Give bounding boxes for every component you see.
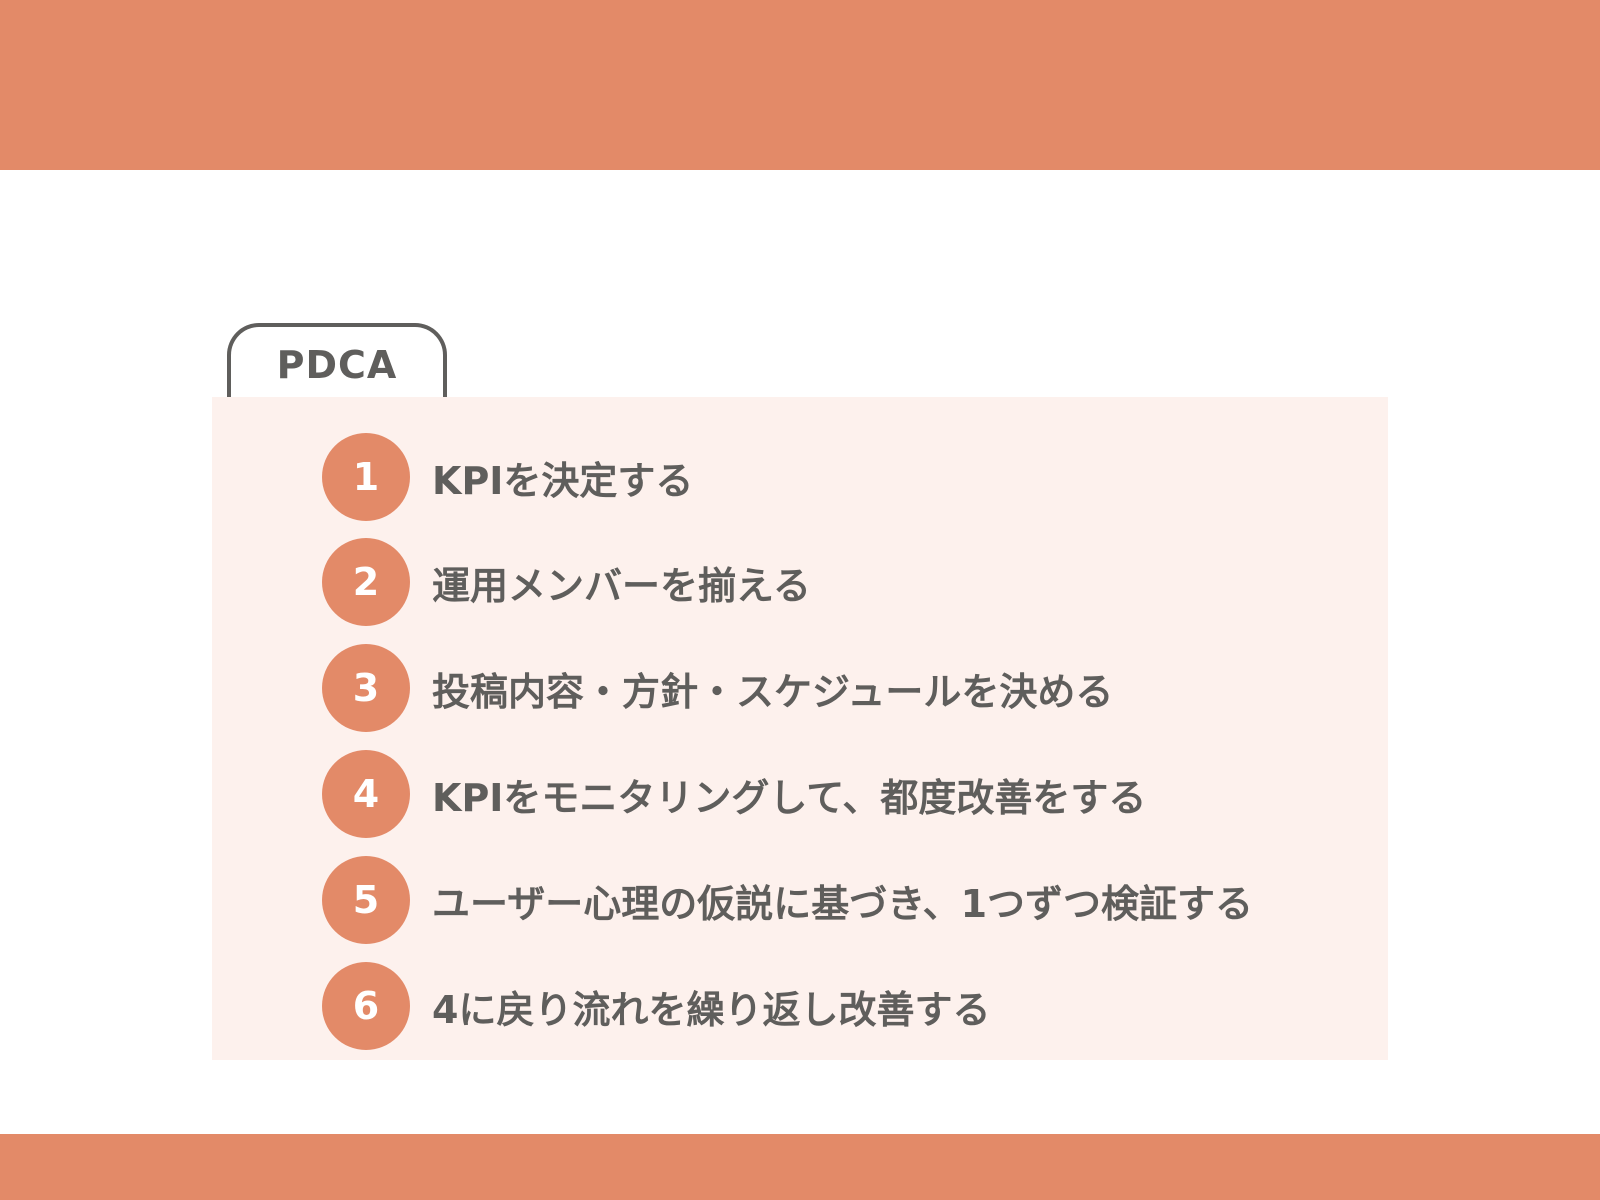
step-number: 3 <box>352 666 380 710</box>
step-number-badge: 1 <box>322 433 410 521</box>
step-number-badge: 4 <box>322 750 410 838</box>
step-item-3: 3 投稿内容・方針・スケジュールを決める <box>322 644 1113 732</box>
step-text: 運用メンバーを揃える <box>432 563 811 608</box>
bottom-accent-band <box>0 1134 1600 1200</box>
steps-panel: 1 KPIを決定する 2 運用メンバーを揃える 3 投稿内容・方針・スケジュール… <box>212 397 1388 1060</box>
step-text: KPIをモニタリングして、都度改善をする <box>432 775 1147 820</box>
step-item-2: 2 運用メンバーを揃える <box>322 538 811 626</box>
step-number: 4 <box>352 772 380 816</box>
step-text: ユーザー心理の仮説に基づき、1つずつ検証する <box>432 881 1254 926</box>
step-text: 投稿内容・方針・スケジュールを決める <box>432 669 1114 714</box>
pdca-tab-label: PDCA <box>276 343 398 387</box>
step-number-badge: 2 <box>322 538 410 626</box>
step-item-6: 6 4に戻り流れを繰り返し改善する <box>322 962 990 1050</box>
top-accent-band <box>0 0 1600 170</box>
step-number-badge: 6 <box>322 962 410 1050</box>
step-number: 2 <box>352 560 380 604</box>
step-number: 1 <box>352 455 380 499</box>
step-number-badge: 5 <box>322 856 410 944</box>
step-number: 5 <box>352 878 380 922</box>
step-item-4: 4 KPIをモニタリングして、都度改善をする <box>322 750 1146 838</box>
step-text: KPIを決定する <box>432 458 694 503</box>
step-item-5: 5 ユーザー心理の仮説に基づき、1つずつ検証する <box>322 856 1253 944</box>
pdca-tab: PDCA <box>227 323 447 397</box>
step-item-1: 1 KPIを決定する <box>322 433 693 521</box>
step-text: 4に戻り流れを繰り返し改善する <box>432 987 991 1032</box>
step-number-badge: 3 <box>322 644 410 732</box>
step-number: 6 <box>352 984 380 1028</box>
